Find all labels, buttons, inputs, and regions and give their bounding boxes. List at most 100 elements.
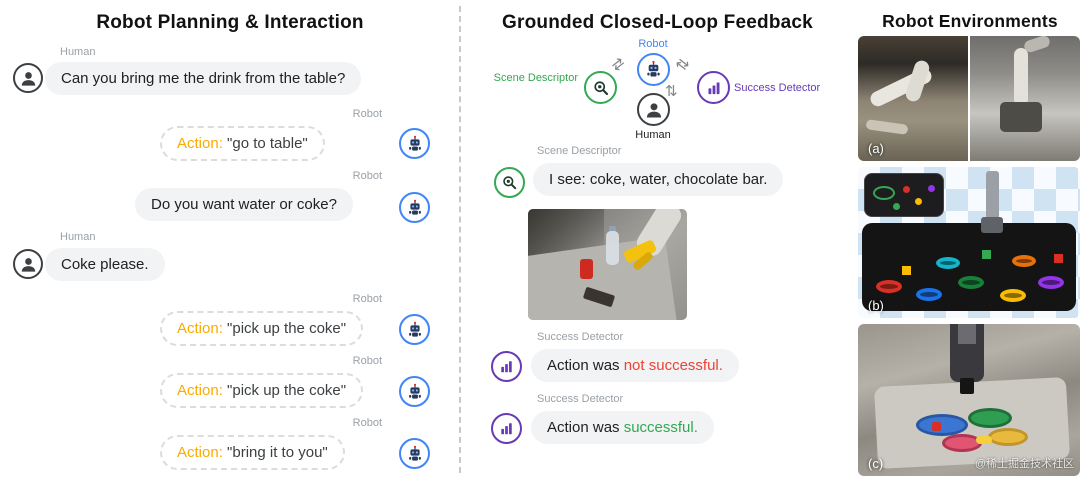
feedback-source-label: Success Detector (537, 331, 624, 343)
robot-glyph-icon (405, 134, 425, 154)
environment-label-a: (a) (868, 141, 884, 156)
exchange-arrow-icon: ⇅ (665, 82, 678, 100)
action-bubble: Action: "bring it to you" (160, 435, 345, 470)
block-shape (982, 250, 991, 259)
robot-icon (399, 438, 430, 469)
scene-descriptor-icon (494, 167, 525, 198)
action-prefix: Action: (177, 135, 228, 152)
diagram-robot-icon (637, 53, 670, 86)
bowl-shape (1038, 276, 1064, 289)
bar-chart-icon (497, 419, 516, 438)
speaker-label-robot: Robot (352, 417, 382, 429)
right-column-title: Robot Environments (882, 11, 1058, 31)
corn-shape (976, 436, 992, 444)
plate-shape (988, 428, 1028, 446)
success-detector-icon (491, 413, 522, 444)
left-column-title: Robot Planning & Interaction (96, 12, 364, 33)
environment-label-c: (c) (868, 456, 884, 471)
scene-feedback-bubble: I see: coke, water, chocolate bar. (533, 163, 784, 196)
sim-table-shape (862, 223, 1076, 311)
speaker-label-robot: Robot (352, 293, 382, 305)
feedback-source-label: Success Detector (537, 393, 624, 405)
diagram-robot-label: Robot (638, 38, 668, 50)
robot-glyph-icon (405, 320, 425, 340)
overhead-camera-inset (864, 173, 944, 217)
feedback-prefix: Action was (547, 419, 624, 436)
feedback-status-positive: successful. (623, 419, 698, 436)
robot-arm-shape (865, 119, 909, 135)
speaker-label-robot: Robot (352, 108, 382, 120)
object-dot-shape (915, 198, 922, 205)
object-dot-shape (928, 185, 935, 192)
robot-glyph-icon (643, 59, 664, 80)
action-prefix: Action: (177, 320, 228, 337)
speaker-label-human: Human (60, 231, 96, 243)
human-avatar-icon (13, 249, 43, 279)
robot-icon (399, 128, 430, 159)
diagram-scene-label: Scene Descriptor (493, 72, 578, 84)
object-dot-shape (893, 203, 900, 210)
bowl-shape (936, 257, 960, 269)
photo-a-right-scene (970, 36, 1080, 161)
action-bubble: Action: "go to table" (160, 126, 325, 161)
action-text: "pick up the coke" (227, 320, 347, 337)
object-cube-shape (932, 422, 941, 431)
action-prefix: Action: (177, 382, 228, 399)
feedback-status-negative: not successful. (623, 357, 723, 374)
bar-chart-icon (704, 78, 724, 98)
bar-chart-icon (497, 357, 516, 376)
photo-a-left-scene (858, 36, 968, 161)
diagram-success-detector-icon (697, 71, 730, 104)
robot-icon (399, 192, 430, 223)
water-bottle-shape (606, 231, 619, 265)
robot-arm-shape (986, 171, 999, 219)
success-feedback-bubble: Action was successful. (531, 411, 714, 444)
success-detector-icon (491, 351, 522, 382)
speaker-label-human: Human (60, 46, 96, 58)
photo-divider (968, 36, 970, 161)
feedback-source-label: Scene Descriptor (537, 145, 622, 157)
environment-label-b: (b) (868, 298, 884, 313)
feedback-prefix: Action was (547, 357, 624, 374)
magnifier-icon (500, 173, 519, 192)
action-text: "bring it to you" (227, 444, 328, 461)
middle-column-title: Grounded Closed-Loop Feedback (502, 12, 813, 33)
action-prefix: Action: (177, 444, 228, 461)
exchange-arrow-icon: ⇄ (607, 53, 629, 76)
robot-arm-shape (958, 324, 976, 344)
action-text: "pick up the coke" (227, 382, 347, 399)
chat-bubble-robot: Do you want water or coke? (135, 188, 353, 221)
gripper-shape (960, 378, 974, 394)
scene-photo (528, 209, 687, 320)
success-feedback-bubble: Action was not successful. (531, 349, 739, 382)
robot-glyph-icon (405, 198, 425, 218)
plate-shape (968, 408, 1012, 428)
environment-photo-c: (c) @稀土掘金技术社区 (858, 324, 1080, 476)
speaker-label-robot: Robot (352, 170, 382, 182)
action-bubble: Action: "pick up the coke" (160, 373, 364, 408)
bowl-shape (876, 280, 902, 293)
robot-glyph-icon (405, 444, 425, 464)
block-shape (902, 266, 911, 275)
coke-can-shape (580, 259, 593, 279)
diagram-human-icon (637, 93, 670, 126)
diagram-human-label: Human (635, 129, 671, 141)
robot-arm-shape (1014, 48, 1028, 106)
diagram-scene-descriptor-icon (584, 71, 617, 104)
robot-glyph-icon (405, 382, 425, 402)
person-icon (19, 255, 38, 274)
watermark-text: @稀土掘金技术社区 (974, 458, 1074, 470)
action-text: "go to table" (227, 135, 308, 152)
object-dot-shape (903, 186, 910, 193)
column-divider (459, 6, 461, 473)
environment-photo-a: (a) (858, 36, 1080, 161)
chat-bubble-human: Can you bring me the drink from the tabl… (45, 62, 362, 95)
person-icon (19, 69, 38, 88)
environment-photo-b: (b) (858, 167, 1080, 318)
speaker-label-robot: Robot (352, 355, 382, 367)
bowl-shape (1000, 289, 1026, 302)
bowl-shape (916, 288, 942, 301)
exchange-arrow-icon: ⇄ (672, 53, 694, 76)
action-bubble: Action: "pick up the coke" (160, 311, 364, 346)
